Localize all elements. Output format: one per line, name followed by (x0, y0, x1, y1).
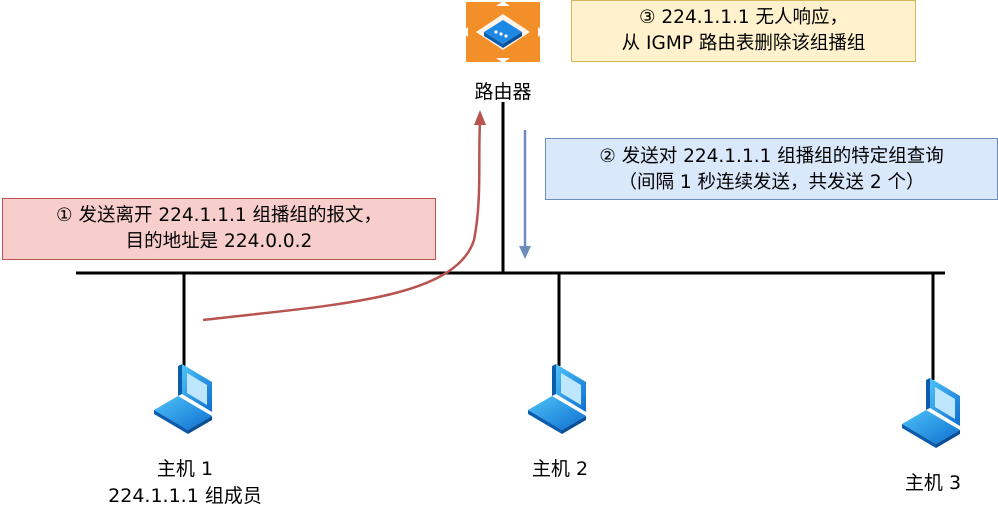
host1-member-label: 224.1.1.1 组成员 (108, 485, 262, 507)
router-label: 路由器 (474, 81, 532, 103)
host2-name-label: 主机 2 (531, 458, 589, 480)
leave-message-note-line2: 目的地址是 224.0.0.2 (125, 231, 313, 252)
leave-message-note: ① 发送离开 224.1.1.1 组播组的报文， 目的地址是 224.0.0.2 (2, 198, 436, 260)
host2-laptop-icon (528, 364, 586, 434)
host3-laptop-icon (902, 378, 960, 448)
group-query-note-line2: （间隔 1 秒连续发送，共发送 2 个） (618, 172, 925, 193)
router-delete-note-line1: ③ 224.1.1.1 无人响应， (638, 7, 849, 28)
group-query-note: ② 发送对 224.1.1.1 组播组的特定组查询 （间隔 1 秒连续发送，共发… (545, 138, 998, 200)
host1-laptop-icon (154, 364, 212, 434)
query-arrow (519, 130, 531, 259)
group-query-note-line1: ② 发送对 224.1.1.1 组播组的特定组查询 (599, 146, 944, 167)
router-delete-note-line2: 从 IGMP 路由表删除该组播组 (621, 33, 866, 54)
leave-message-arrow (202, 110, 486, 322)
host1-name-label: 主机 1 (156, 458, 214, 480)
router-delete-note: ③ 224.1.1.1 无人响应， 从 IGMP 路由表删除该组播组 (571, 0, 916, 62)
host3-name-label: 主机 3 (904, 472, 962, 494)
leave-message-note-line1: ① 发送离开 224.1.1.1 组播组的报文， (56, 205, 382, 226)
router-icon (462, 1, 544, 63)
